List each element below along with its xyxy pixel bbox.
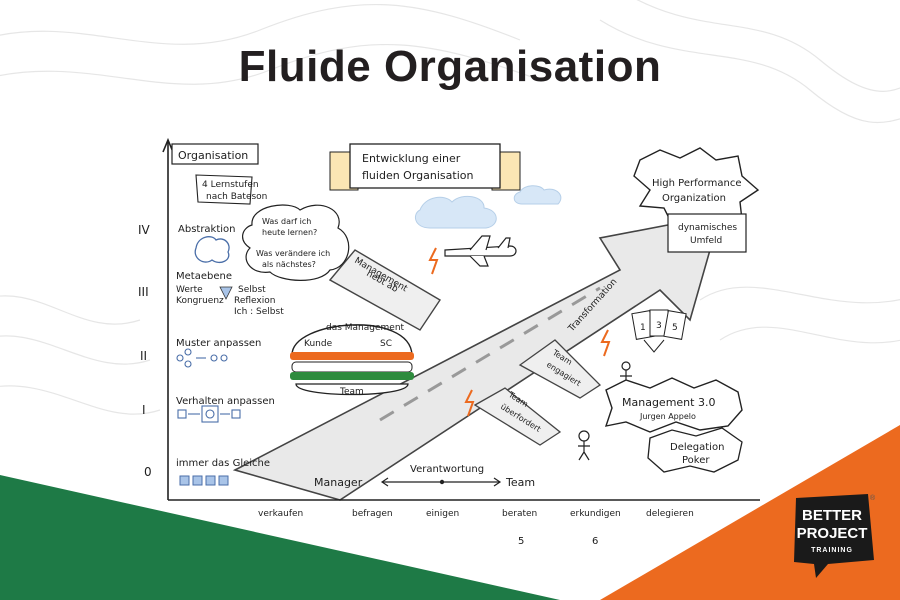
thought-bubble: Was darf ich heute lernen? Was verändere…	[242, 204, 350, 281]
triangle-icon	[219, 286, 233, 300]
burger-kunde: Kunde	[304, 339, 333, 349]
card-1: 1	[640, 323, 646, 333]
x-number-5: 5	[518, 536, 524, 547]
banner-line2: fluiden Organisation	[362, 169, 473, 182]
level-roman-iv: IV	[138, 223, 151, 237]
lightning-icon	[600, 329, 611, 357]
card-3: 3	[656, 321, 662, 331]
env-line1: dynamisches	[678, 223, 737, 233]
env-line2: Umfeld	[690, 236, 722, 246]
word-werte: Werte	[176, 285, 203, 295]
x-label-befragen: befragen	[352, 509, 393, 519]
team-engaged-ramp	[518, 339, 602, 399]
x-label-verkaufen: verkaufen	[258, 509, 303, 519]
thought-line3: Was verändere ich	[256, 249, 330, 258]
x-label-beraten: beraten	[502, 509, 537, 519]
card-5: 5	[672, 323, 678, 333]
growth-road-arrow	[232, 213, 722, 501]
lernstufen-note-line2: nach Bateson	[206, 192, 267, 202]
pattern-icons	[176, 348, 228, 368]
responsibility-axis: Manager Verantwortung Team	[314, 464, 535, 489]
x-label-delegieren: delegieren	[646, 509, 694, 519]
level-label-gleiche: immer das Gleiche	[176, 458, 270, 469]
word-ich-selbst: Ich : Selbst	[234, 307, 284, 317]
word-kongruenz: Kongruenz	[176, 296, 224, 306]
green-band	[0, 475, 560, 600]
title-banner: Entwicklung einer fluiden Organisation	[329, 143, 521, 191]
burger-team: Team	[339, 387, 364, 397]
logo-line1: BETTER	[802, 507, 862, 524]
team-overloaded-ramp	[473, 387, 562, 446]
logo-line2: PROJECT	[797, 525, 868, 542]
delegation-line1: Delegation	[670, 442, 724, 453]
level-roman-ii: II	[140, 349, 147, 363]
logo-registered-mark: ®	[870, 494, 876, 502]
poker-cards: 1 3 5	[631, 309, 687, 353]
behavior-icons	[177, 405, 241, 423]
lightning-icon	[464, 389, 475, 417]
burger-illustration: das Management Kunde SC Team	[290, 323, 414, 397]
mgmt30-line1: Management 3.0	[622, 396, 715, 409]
burger-sc: SC	[380, 339, 392, 349]
word-selbst: Selbst	[238, 285, 266, 295]
management-ramp	[328, 249, 441, 331]
lernstufen-note-line1: 4 Lernstufen	[202, 180, 259, 190]
y-axis-title: Organisation	[178, 149, 248, 162]
responsibility-team: Team	[505, 476, 535, 489]
x-label-erkundigen: erkundigen	[570, 509, 621, 519]
thought-line2: heute lernen?	[262, 228, 317, 237]
cloud-icon	[414, 195, 497, 229]
level-label-metaebene: Metaebene	[176, 271, 232, 282]
level-label-muster: Muster anpassen	[176, 338, 261, 349]
hpo-line1: High Performance	[652, 178, 742, 189]
burger-line1: das Management	[326, 323, 405, 333]
cloud-icon	[513, 185, 562, 205]
x-label-einigen: einigen	[426, 509, 459, 519]
thought-line4: als nächstes?	[262, 260, 316, 269]
level-roman-i: I	[142, 403, 146, 417]
stick-figure-icon	[620, 361, 632, 391]
page-title: Fluide Organisation	[238, 42, 662, 91]
lightning-icon	[428, 247, 439, 275]
responsibility-center: Verantwortung	[410, 464, 484, 475]
mgmt30-line2: Jurgen Appelo	[639, 412, 696, 421]
logo-line3: TRAINING	[811, 547, 853, 554]
level-roman-iii: III	[138, 285, 149, 299]
x-number-6: 6	[592, 536, 598, 547]
same-squares-icons	[179, 475, 229, 486]
thought-line1: Was darf ich	[262, 217, 311, 226]
better-project-logo: BETTER PROJECT TRAINING ®	[794, 494, 876, 578]
responsibility-manager: Manager	[314, 476, 363, 489]
level-label-abstraktion: Abstraktion	[178, 224, 236, 235]
airplane-icon	[444, 235, 517, 267]
level-label-verhalten: Verhalten anpassen	[176, 396, 275, 407]
brain-icon	[194, 236, 230, 264]
word-reflexion: Reflexion	[234, 296, 275, 306]
delegation-line2: Poker	[682, 455, 710, 466]
stick-figure-icon	[578, 430, 590, 461]
level-roman-0: 0	[144, 465, 152, 479]
management-30-burst: Management 3.0 Jurgen Appelo	[604, 377, 743, 433]
banner-line1: Entwicklung einer	[362, 152, 461, 165]
delegation-poker-badge: Delegation Poker	[647, 427, 743, 473]
hpo-line2: Organization	[662, 193, 726, 204]
